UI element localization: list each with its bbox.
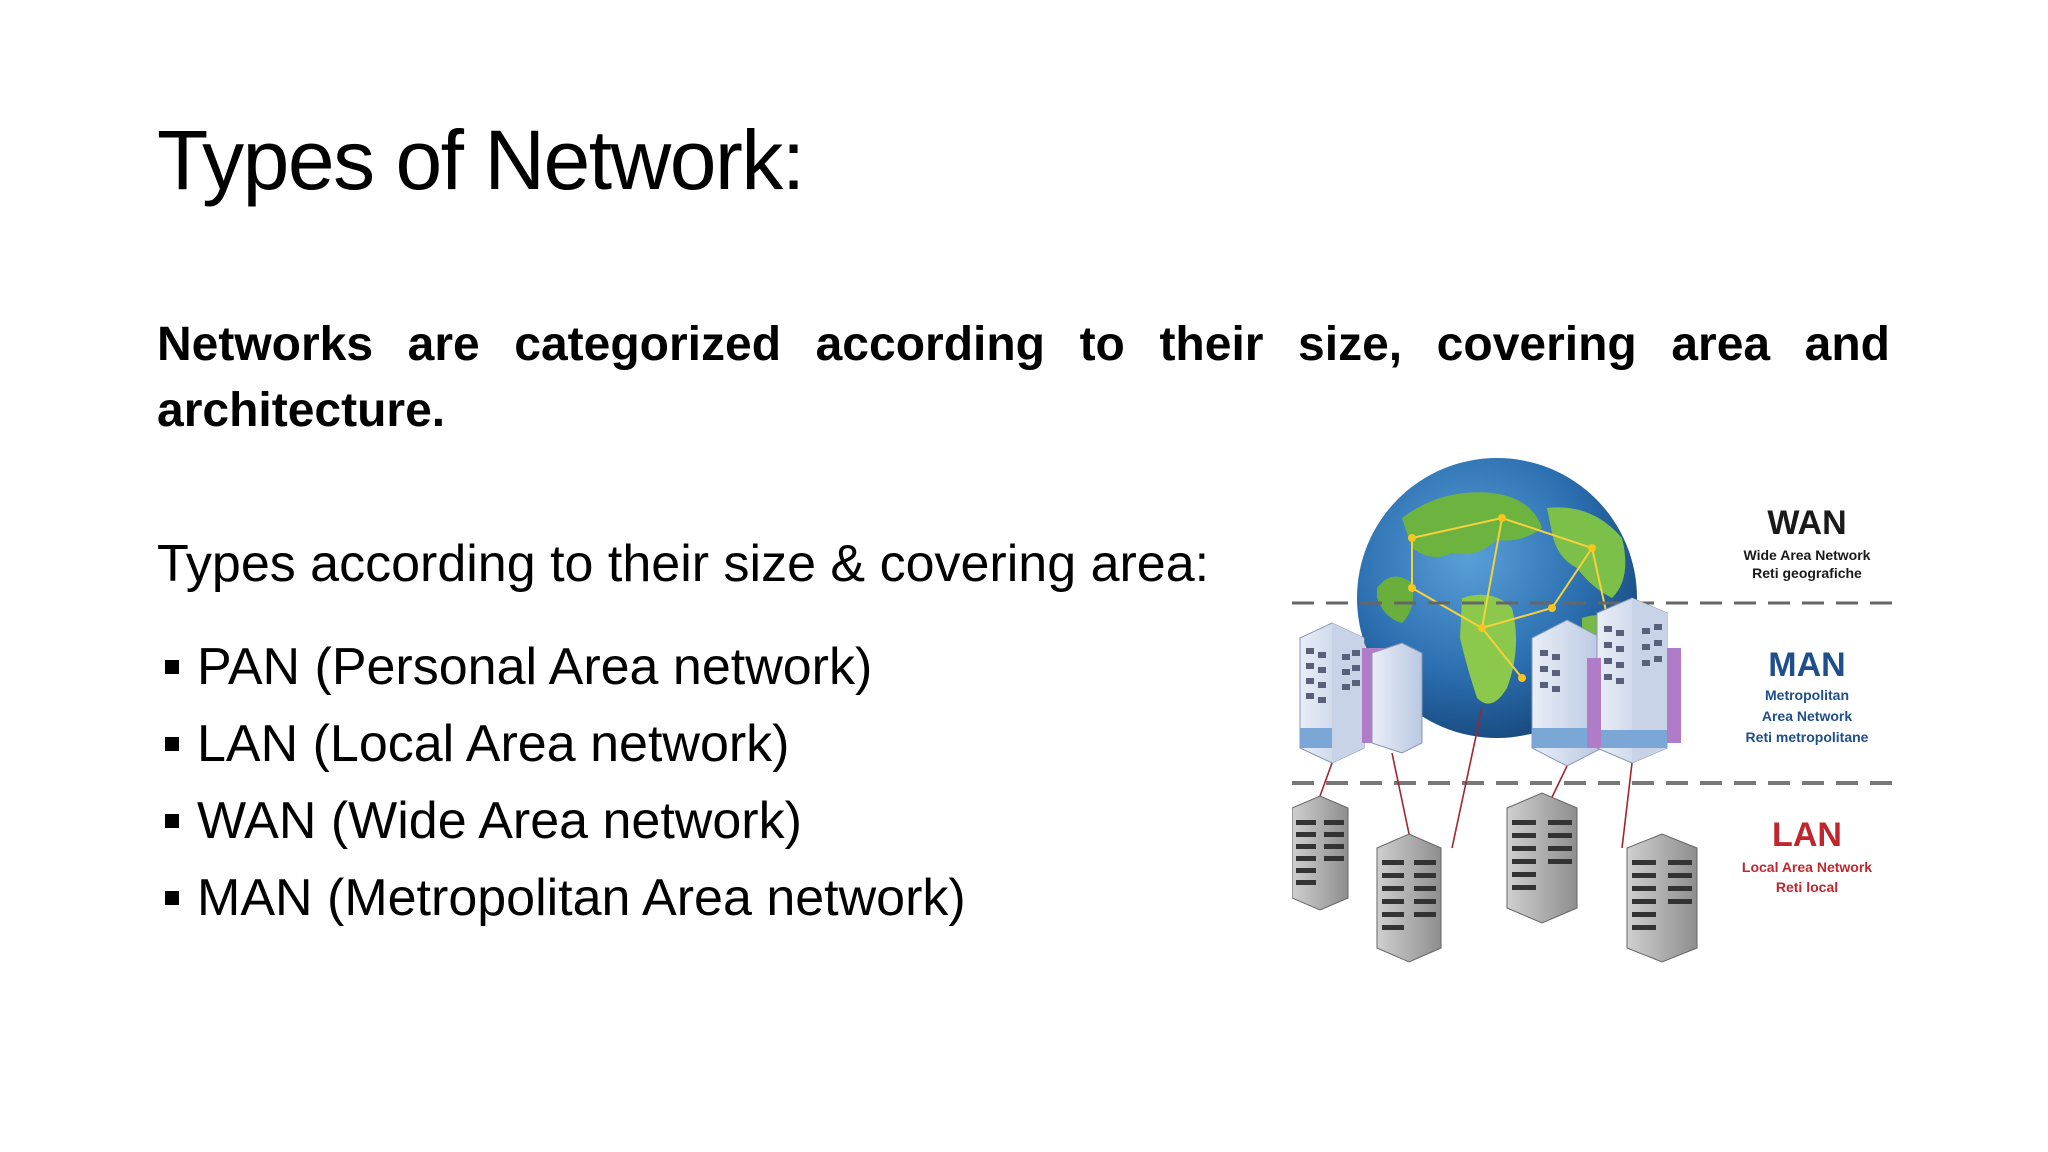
list-item: PAN (Personal Area network) [157,628,966,705]
intro-paragraph: Networks are categorized according to th… [157,318,1890,437]
building-icon [1531,597,1681,767]
building-icon [1506,792,1578,924]
wan-subtitle-1: Wide Area Network [1744,547,1871,563]
list-item-label: PAN (Personal Area network) [197,637,873,696]
wan-title: WAN [1767,504,1846,542]
building-icon [1376,833,1442,963]
lan-subtitle-1: Local Area Network [1742,859,1872,875]
types-subheading: Types according to their size & covering… [157,535,1210,593]
list-item-label: WAN (Wide Area network) [197,791,802,850]
square-bullet-icon [165,659,179,674]
man-label: MAN Metropolitan Area Network Reti metro… [1746,646,1869,745]
list-item: LAN (Local Area network) [157,705,966,782]
man-subtitle-2: Area Network [1762,708,1852,724]
wan-subtitle-2: Reti geografiche [1752,565,1862,581]
lan-title: LAN [1772,816,1842,854]
list-item: WAN (Wide Area network) [157,782,966,859]
man-subtitle-3: Reti metropolitane [1746,729,1869,745]
list-item-label: LAN (Local Area network) [197,714,790,773]
building-icon [1299,622,1423,764]
man-subtitle-1: Metropolitan [1765,687,1849,703]
square-bullet-icon [165,890,179,905]
building-icon [1292,795,1349,911]
list-item-label: MAN (Metropolitan Area network) [197,868,966,927]
square-bullet-icon [165,736,179,751]
lan-subtitle-2: Reti local [1776,879,1838,895]
network-diagram-svg: WAN Wide Area Network Reti geografiche M… [1292,448,1892,966]
slide-title: Types of Network: [157,113,805,207]
lan-label: LAN Local Area Network Reti local [1742,816,1872,895]
square-bullet-icon [165,813,179,828]
building-icon [1626,833,1698,963]
list-item: MAN (Metropolitan Area network) [157,859,966,936]
network-diagram: WAN Wide Area Network Reti geografiche M… [1292,448,1892,966]
network-types-list: PAN (Personal Area network) LAN (Local A… [157,628,966,936]
man-title: MAN [1768,646,1845,684]
wan-label: WAN Wide Area Network Reti geografiche [1744,504,1871,581]
